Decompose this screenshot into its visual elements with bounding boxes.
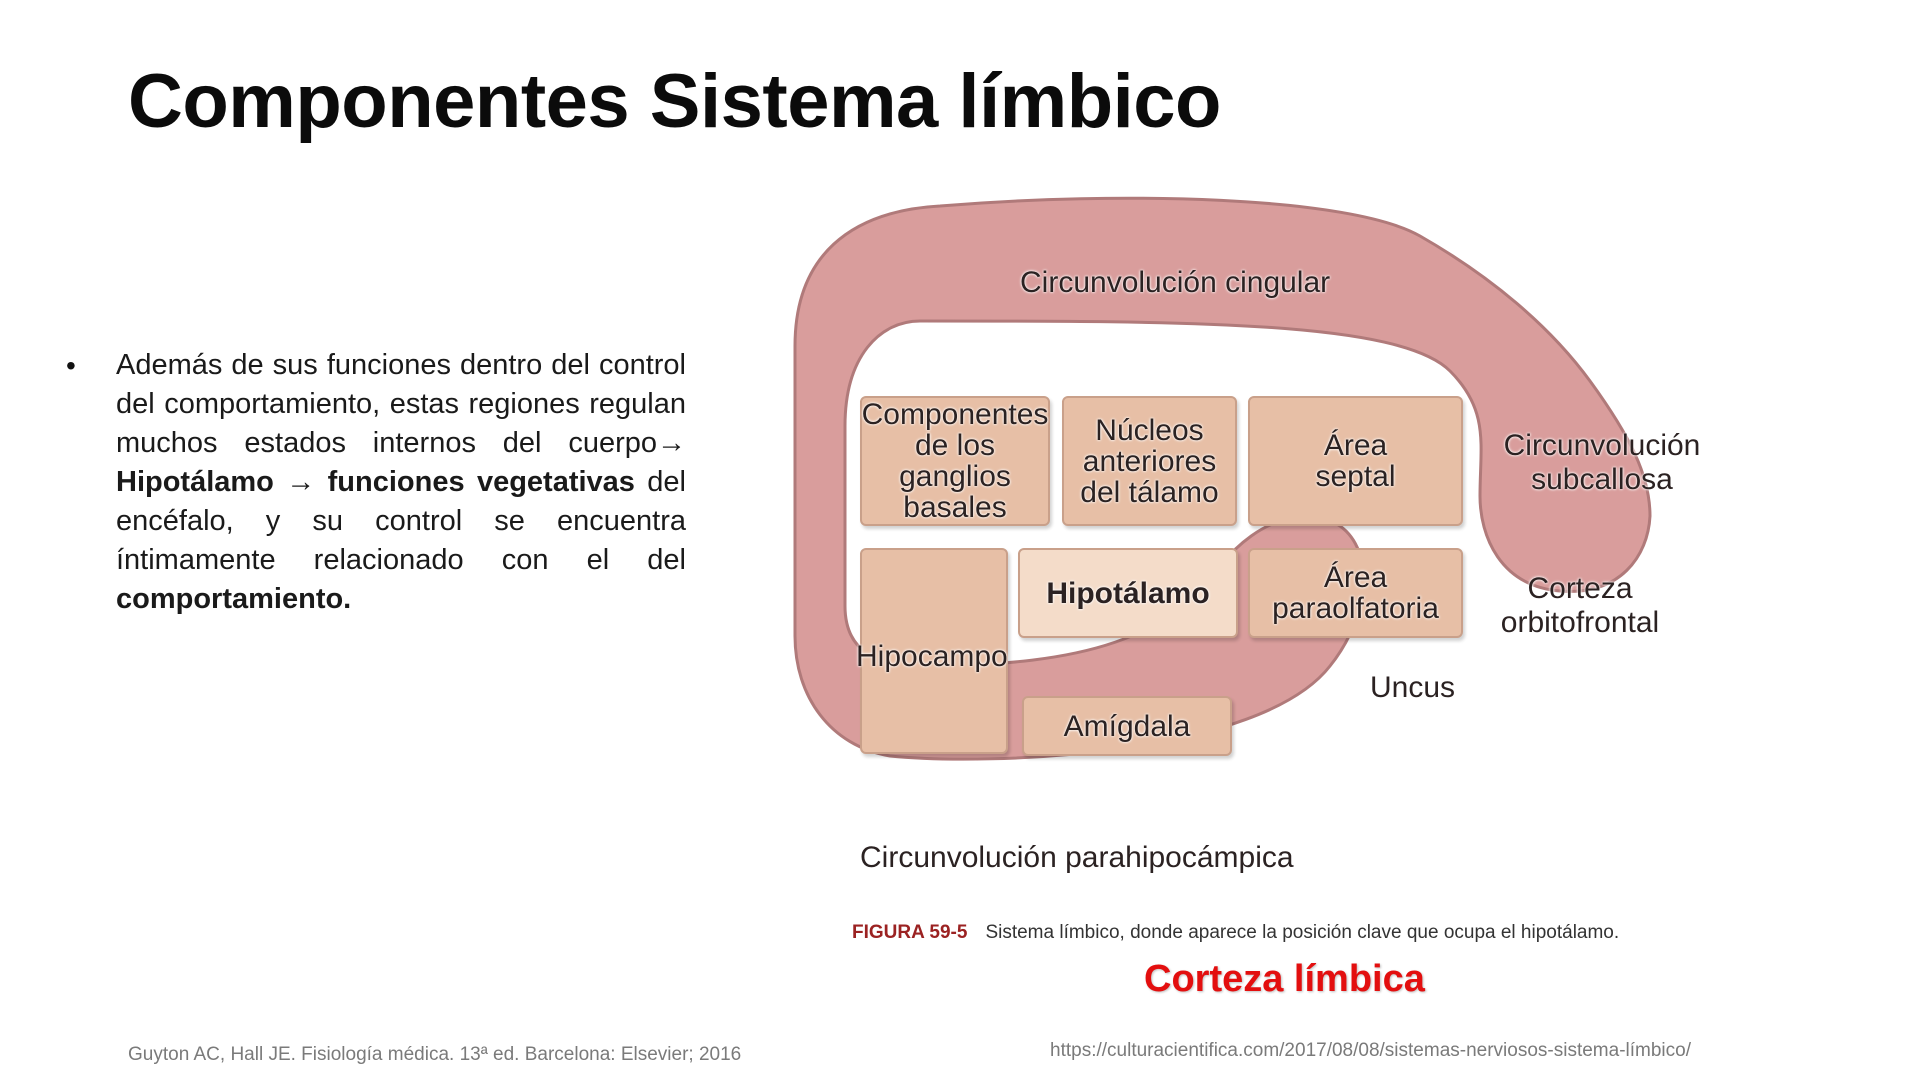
label-uncus: Uncus [1370, 671, 1456, 704]
box-septal-area: Área septal [1248, 396, 1463, 526]
label-parahippocampal-gyrus: Circunvolución parahipocámpica [860, 841, 1294, 874]
bullet-marker: • [66, 350, 76, 381]
label-subcallosal-gyrus: Circunvolución subcallosa [1503, 429, 1701, 496]
box-hypothalamus: Hipotálamo [1018, 548, 1238, 638]
figure-caption-text: Sistema límbico, donde aparece la posici… [985, 922, 1620, 943]
box-paraolfactory-area: Área paraolfatoria [1248, 548, 1463, 638]
arrow-1: → [657, 427, 686, 459]
reference-book: Guyton AC, Hall JE. Fisiología médica. 1… [128, 1044, 742, 1065]
bullet-text: Además de sus funciones dentro del contr… [116, 346, 686, 619]
box-amygdala: Amígdala [1022, 696, 1232, 756]
slide-title: Componentes Sistema límbico [128, 59, 1221, 144]
bullet-point: • Además de sus funciones dentro del con… [66, 346, 686, 648]
box-hippocampus: Hipocampo [856, 548, 1008, 754]
figure-caption: FIGURA 59-5 Sistema límbico, donde aparec… [852, 922, 1619, 944]
figure-number: FIGURA 59-5 [852, 922, 968, 943]
bullet-text-part2: del encéfalo, y su control se encuentra … [116, 466, 686, 576]
label-cingulate-gyrus: Circunvolución cingular [1020, 266, 1331, 299]
bullet-bold-vegetative: funciones vegetativas [327, 466, 635, 498]
bullet-bold-hypothalamus: Hipotálamo [116, 466, 274, 498]
hippocampus-label: Hipocampo [856, 640, 1008, 673]
limbic-system-diagram: Circunvolución cingular Circunvolución s… [790, 196, 1740, 936]
reference-url: https://culturacientifica.com/2017/08/08… [1050, 1040, 1691, 1061]
label-orbitofrontal-cortex: Corteza orbitofrontal [1500, 572, 1660, 639]
limbic-cortex-highlight: Corteza límbica [1144, 958, 1425, 1000]
bullet-bold-behavior: comportamiento. [116, 583, 352, 615]
box-basal-ganglia: Componentes de los ganglios basales [860, 396, 1050, 526]
arrow-2: → [273, 466, 328, 498]
bullet-text-part1: Además de sus funciones dentro del contr… [116, 349, 686, 459]
box-thalamus-nuclei: Núcleos anteriores del tálamo [1062, 396, 1237, 526]
